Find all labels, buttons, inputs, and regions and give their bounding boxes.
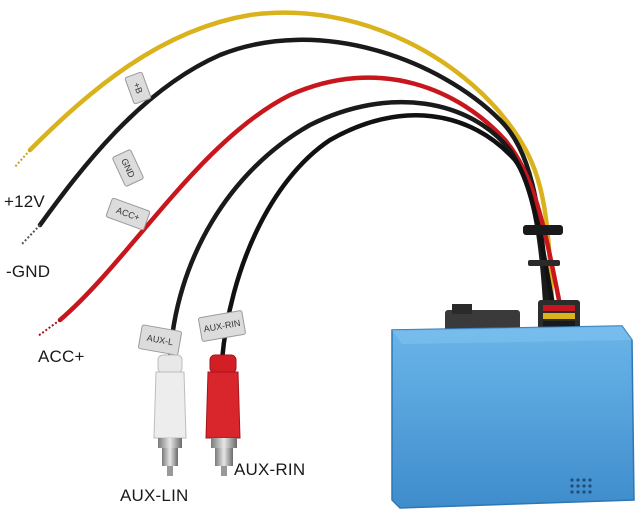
- tag-ground: GND: [112, 149, 144, 187]
- power-wire-label: +12V: [4, 192, 45, 211]
- zip-tie: [523, 225, 563, 235]
- acc-wire-label: ACC+: [38, 347, 85, 366]
- module-connector-right: [538, 300, 580, 334]
- red-acc-wire: [57, 75, 563, 323]
- yellow-power-wire: [27, 10, 555, 303]
- module-vent-holes: [570, 478, 592, 494]
- tag-aux-left-text: AUX-L: [146, 333, 174, 347]
- ground-wire-label: -GND: [6, 262, 51, 281]
- tag-acc: ACC+: [105, 197, 151, 231]
- black-ground-wire: [37, 37, 551, 303]
- tag-power-text: +B: [131, 81, 144, 95]
- tag-aux-right: AUX-RIN: [198, 310, 246, 342]
- rca-left-white-plug: [153, 354, 187, 476]
- black-wire-stripped-end: [21, 224, 41, 245]
- tag-power: +B: [124, 71, 152, 105]
- red-wire-stripped-end: [37, 319, 61, 337]
- aux-left-label: AUX-LIN: [120, 486, 189, 505]
- yellow-wire-stripped-end: [13, 149, 31, 169]
- rca-right-red-plug: [205, 354, 241, 476]
- interface-module-box: [391, 325, 635, 509]
- tag-aux-left: AUX-L: [138, 324, 182, 356]
- aux-right-label: AUX-RIN: [234, 460, 306, 479]
- aux-right-wire: [219, 113, 555, 363]
